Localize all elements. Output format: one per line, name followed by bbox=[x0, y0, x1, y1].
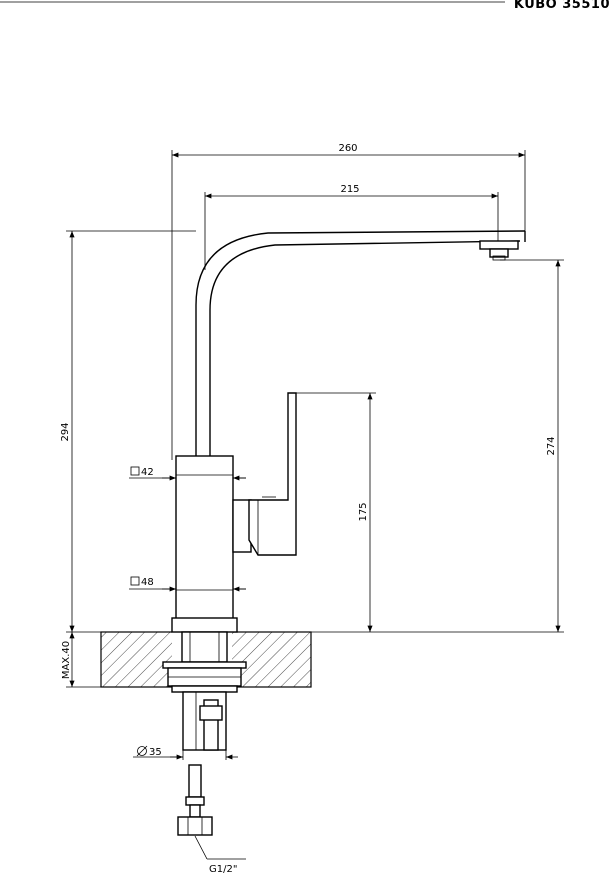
lever-handle bbox=[232, 392, 297, 556]
dim-label-max40: MAX.40 bbox=[61, 641, 72, 679]
mounting-parts bbox=[162, 631, 247, 751]
dim-max-deck: MAX.40 bbox=[61, 632, 101, 688]
faucet-body bbox=[171, 455, 238, 633]
dim-label-175: 175 bbox=[358, 502, 369, 521]
dim-square-42: 42 bbox=[129, 466, 246, 481]
drawing-title: KUBO 35510 bbox=[513, 0, 610, 12]
dim-label-294: 294 bbox=[60, 422, 71, 441]
spout bbox=[195, 230, 526, 456]
thread-callout: G1/2" bbox=[194, 835, 246, 875]
flex-hose bbox=[177, 764, 213, 836]
dim-label-215: 215 bbox=[340, 184, 359, 195]
dim-label-274: 274 bbox=[546, 436, 557, 455]
dim-lever-height: 175 bbox=[296, 392, 376, 632]
dim-label-48: 48 bbox=[141, 577, 154, 588]
dim-label-260: 260 bbox=[338, 143, 357, 154]
dim-diameter-35: 35 bbox=[133, 745, 238, 760]
dim-total-reach: 260 bbox=[171, 143, 526, 460]
dim-label-35: 35 bbox=[149, 747, 162, 758]
dim-spout-reach: 215 bbox=[204, 184, 499, 270]
dim-square-48: 48 bbox=[129, 576, 246, 592]
dim-label-42: 42 bbox=[141, 467, 154, 478]
dim-outlet-height: 274 bbox=[311, 259, 564, 633]
dim-total-height: 294 bbox=[60, 230, 196, 633]
dim-label-thread: G1/2" bbox=[209, 864, 237, 875]
